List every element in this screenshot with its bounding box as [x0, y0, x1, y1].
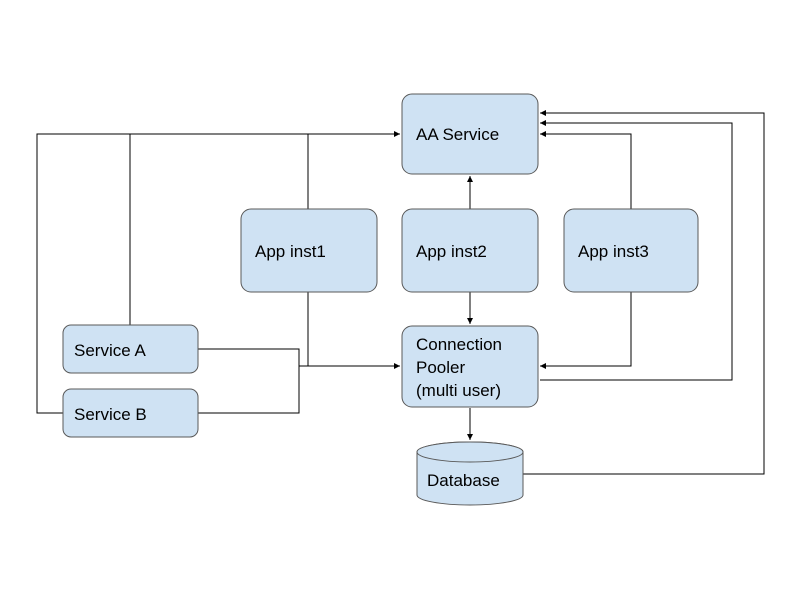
connection-pooler-node: Connection Pooler (multi user) — [401, 325, 539, 408]
app-inst2-label: App inst2 — [416, 242, 487, 261]
service-a-node: Service A — [62, 324, 199, 374]
service-a-label: Service A — [74, 341, 146, 360]
edge-service-b-to-aa-service — [36, 131, 400, 414]
aa-service-node: AA Service — [401, 93, 539, 175]
edge-service-a-to-pooler — [198, 348, 300, 414]
edge-app-inst3-to-aa-service — [540, 131, 632, 209]
edge-pooler-to-aa-service — [540, 120, 733, 381]
edges — [36, 110, 765, 475]
app-inst1-label: App inst1 — [255, 242, 326, 261]
connection-pooler-label-line2: Pooler — [416, 358, 465, 377]
app-inst3-label: App inst3 — [578, 242, 649, 261]
connection-pooler-label-line1: Connection — [416, 335, 502, 354]
edge-database-to-aa-service — [523, 110, 765, 475]
service-b-label: Service B — [74, 405, 147, 424]
database-label: Database — [427, 471, 500, 490]
database-node: Database — [416, 441, 524, 506]
app-inst2-node: App inst2 — [401, 208, 539, 293]
edge-app-inst3-to-pooler — [540, 292, 632, 369]
app-inst3-node: App inst3 — [563, 208, 699, 293]
edge-app-inst1-to-pooler — [307, 292, 400, 369]
aa-service-label: AA Service — [416, 125, 499, 144]
database-cylinder-top — [416, 441, 524, 463]
connection-pooler-label-line3: (multi user) — [416, 381, 501, 400]
app-inst1-node: App inst1 — [240, 208, 378, 293]
service-b-node: Service B — [62, 388, 199, 438]
